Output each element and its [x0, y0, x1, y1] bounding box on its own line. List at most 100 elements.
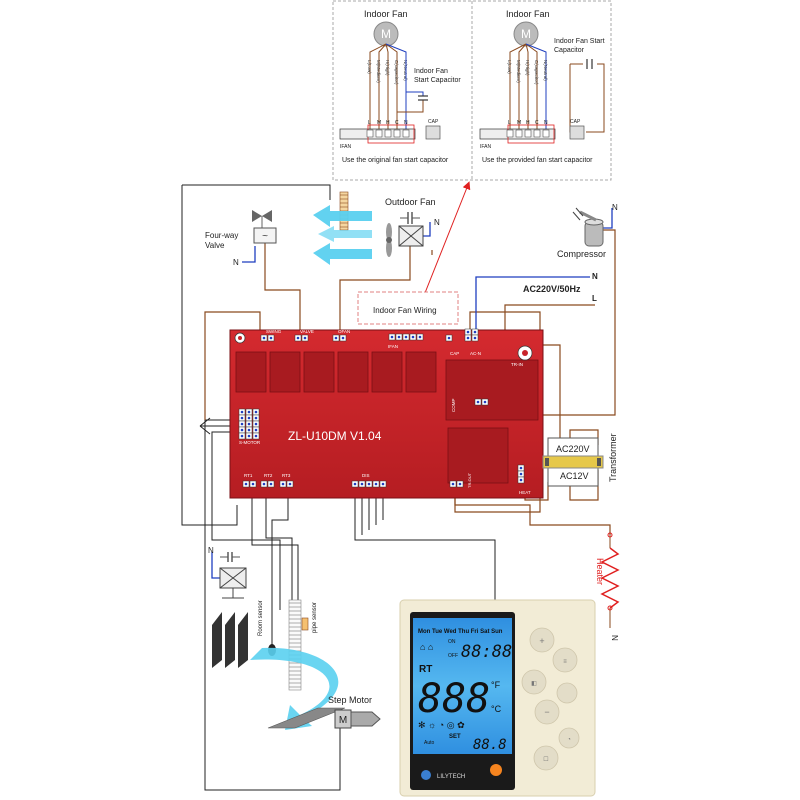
svg-text:M: M	[521, 27, 531, 41]
room-sensor-label: Room sensor	[258, 600, 264, 636]
inset-wire	[369, 43, 387, 132]
cap-board-label: CAP	[450, 351, 459, 356]
indoor-fan-blades-icon	[212, 612, 248, 668]
inset1-cap-label-2: Start Capacitor	[414, 77, 461, 84]
ifan-board-label: IFAN	[388, 344, 398, 349]
capacitor-icon	[583, 58, 597, 70]
power-n-label: N	[592, 272, 598, 281]
inset-wire	[525, 43, 547, 132]
lcd-main-temp: 888	[418, 676, 490, 722]
power-button[interactable]	[490, 764, 502, 776]
outdoor-fan-n-label: N	[434, 218, 440, 227]
acn-label: AC-N	[470, 351, 481, 356]
menu-button[interactable]	[552, 647, 578, 673]
terminal-pin	[393, 129, 401, 138]
lcd-days: Mon Tue Wed Thu Fri Sat Sun	[418, 629, 503, 635]
svg-text:M: M	[381, 27, 391, 41]
terminal-letter: H	[386, 120, 390, 126]
trin-label: TR-IN	[511, 362, 523, 367]
inset-wire-label: L(Low)	[507, 60, 512, 74]
svg-text:☐: ☐	[543, 756, 548, 763]
inset-wire-label: C(capacitor)	[534, 60, 539, 85]
terminal-pin	[402, 129, 410, 138]
lcd-unit-c: °C	[491, 704, 502, 714]
thermostat: Mon Tue Wed Thu Fri Sat Sun ⌂ ⌂ ON OFF 8…	[399, 599, 596, 797]
valve-label: VALVE	[300, 329, 314, 334]
rt3-label: RT3	[282, 473, 291, 478]
lock-button[interactable]	[533, 745, 559, 771]
power-label: AC220V/50Hz	[523, 284, 581, 294]
inset2-caption: Use the provided fan start capacitor	[482, 157, 593, 164]
clock-button[interactable]	[558, 727, 580, 749]
terminal-letter: N	[404, 120, 408, 126]
lcd-on: ON	[448, 639, 456, 645]
lcd-rt: RT	[419, 664, 432, 675]
terminal-letter: C	[395, 120, 399, 126]
outdoor-fan-capacitor	[398, 212, 424, 247]
pipe-sensor	[288, 599, 309, 691]
step-motor-label: Step Motor	[328, 695, 372, 705]
inset-wire-label: N(Neutral)	[543, 60, 548, 81]
terminal-letter: C	[535, 120, 539, 126]
svg-text:◔: ◔	[567, 737, 571, 743]
terminal-pin	[533, 129, 541, 138]
lcd-set: SET	[449, 734, 461, 740]
four-way-valve: ~	[252, 210, 277, 244]
pipe-sensor-label: pipe sensor	[312, 602, 318, 633]
heater-n-label: N	[610, 635, 619, 641]
svg-text:−: −	[544, 707, 549, 717]
inset-wire	[509, 43, 527, 132]
terminal-pin	[506, 129, 514, 138]
heat-label: HEAT	[519, 490, 531, 495]
outdoor-fan-icon	[386, 223, 392, 257]
inset1-cap-box: CAP	[428, 119, 439, 125]
trout-label: TR-OUT	[467, 472, 472, 488]
ac12v-label: AC12V	[560, 471, 589, 481]
terminal-letter: L	[368, 120, 371, 126]
ac220v-label: AC220V	[556, 444, 590, 454]
comp-label: COMP	[451, 399, 456, 413]
inset-wire-label: L(Low)	[367, 60, 372, 74]
compressor-n-label: N	[612, 203, 618, 212]
indoor-fan-n-label: N	[208, 546, 214, 555]
inset2-cap-box: CAP	[570, 119, 581, 125]
inset-wire-label: M(Medium)	[516, 60, 521, 83]
down-button[interactable]	[534, 699, 560, 725]
svg-text:⌂ ⌂: ⌂ ⌂	[420, 642, 433, 652]
inset-wire	[518, 43, 527, 132]
terminal-pin	[384, 129, 392, 138]
inset-wire-label: M(Medium)	[376, 60, 381, 83]
inset-wire-label: H(High)	[525, 60, 530, 76]
inset1-ifan: IFAN	[340, 144, 352, 150]
ofan-label: OFAN	[338, 329, 350, 334]
terminal-letter: M	[517, 120, 521, 126]
thermostat-lcd	[413, 618, 512, 754]
terminal-letter: N	[544, 120, 548, 126]
inset-wire-label: H(High)	[385, 60, 390, 76]
lcd-off: OFF	[448, 653, 458, 659]
inset-wire	[385, 43, 398, 132]
inset1-caption: Use the original fan start capacitor	[342, 157, 449, 164]
step-motor-icon: M	[267, 707, 381, 729]
fan-button[interactable]	[556, 682, 578, 704]
heater-label: Heater	[595, 558, 605, 585]
inset-wire-label: C(capacitor)	[394, 60, 399, 85]
control-board: SWING VALVE OFAN IFAN CAP AC-N TR-IN COM…	[229, 328, 544, 499]
svg-text:✻ ☼ ◔ ◎ ✿: ✻ ☼ ◔ ◎ ✿	[418, 720, 465, 730]
svg-text:≡: ≡	[563, 659, 567, 665]
inset-wire	[525, 43, 529, 132]
rt2-label: RT2	[264, 473, 273, 478]
motor-label: S-MOTOR	[239, 440, 261, 445]
mode-button[interactable]	[521, 669, 547, 695]
terminal-pin	[366, 129, 374, 138]
transformer-label: Transformer	[608, 433, 618, 482]
four-way-valve-label-2: Valve	[205, 241, 225, 250]
terminal-pin	[524, 129, 532, 138]
transformer	[542, 437, 604, 487]
terminal-letter: M	[377, 120, 381, 126]
power-l-label: L	[592, 294, 597, 303]
inset1-title: Indoor Fan	[364, 9, 408, 19]
up-button[interactable]	[529, 627, 555, 653]
svg-text:M: M	[339, 715, 347, 726]
